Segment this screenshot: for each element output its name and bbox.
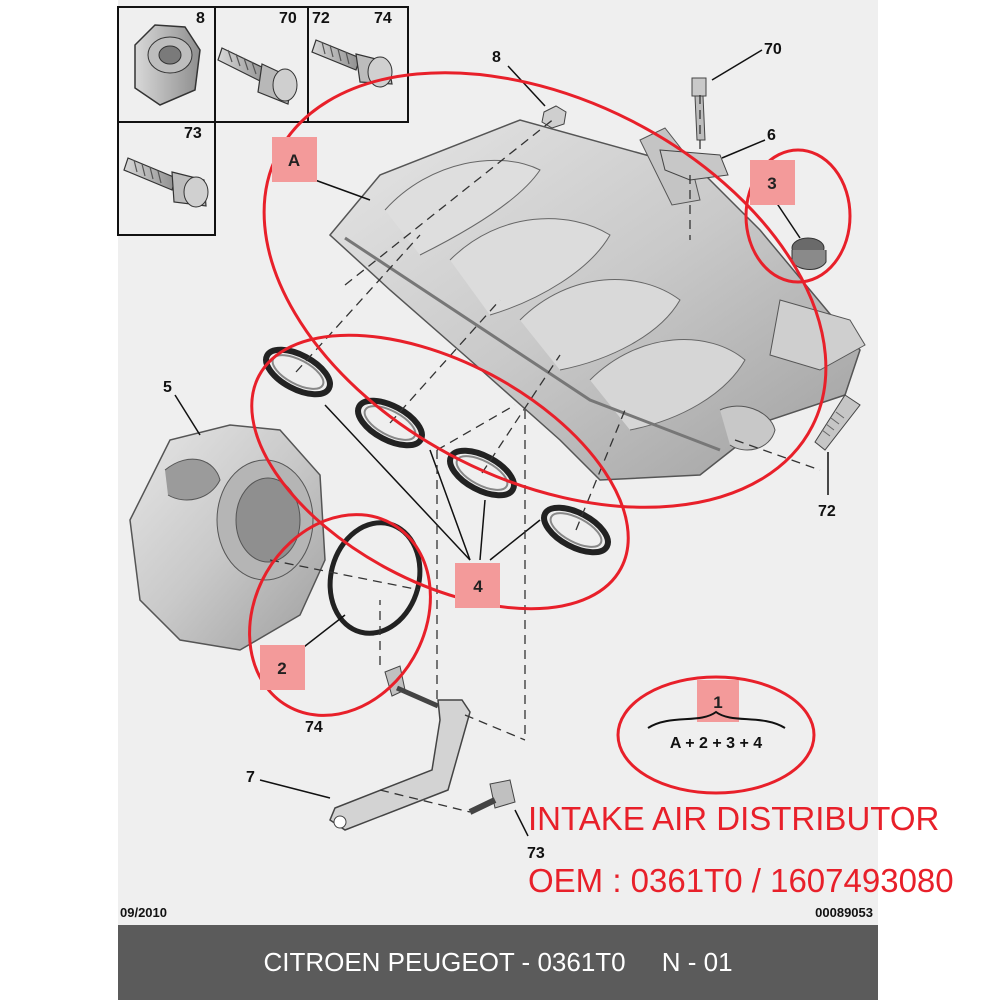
group-label-a: A (288, 151, 300, 170)
callout-73: 73 (527, 845, 545, 862)
callout-5: 5 (163, 379, 172, 396)
annotation-title: INTAKE AIR DISTRIBUTOR (528, 800, 940, 837)
callout-8: 8 (492, 49, 501, 66)
callout-6: 6 (767, 127, 776, 144)
footer-caption-text: CITROEN PEUGEOT - 0361T0 N - 01 (263, 947, 733, 977)
callout-box-70: 70 (279, 10, 297, 27)
callout-70: 70 (764, 41, 782, 58)
group-label-2: 2 (277, 659, 286, 678)
bolt-72-74-icon (311, 39, 393, 88)
group-label-3: 3 (767, 174, 776, 193)
bolt-73-icon (123, 157, 209, 208)
nut-8-icon (134, 24, 201, 106)
group-label-boxes (260, 137, 795, 722)
document-code: 00089053 (815, 905, 873, 920)
group-ellipses (248, 71, 852, 795)
footer-caption: CITROEN PEUGEOT - 0361T0 N - 01 (118, 925, 878, 1000)
callout-74: 74 (305, 719, 323, 736)
gasket-ring-2 (327, 520, 423, 636)
date-code: 09/2010 (120, 905, 167, 920)
formula-brace (647, 710, 786, 729)
bracket-7-part (329, 699, 471, 831)
plug-3-part (791, 237, 827, 270)
screw-70-part (691, 77, 707, 141)
group-label-4: 4 (473, 577, 483, 596)
callout-box-73: 73 (184, 125, 202, 142)
callout-labels: 8 70 72 74 73 8 70 6 5 72 74 7 73 (163, 10, 836, 862)
callout-box-8: 8 (196, 10, 205, 27)
callout-box-74: 74 (374, 10, 392, 27)
annotation-oem: OEM : 0361T0 / 1607493080 (528, 862, 954, 899)
callout-7: 7 (246, 769, 255, 786)
callout-72: 72 (818, 503, 836, 520)
group-label-1: 1 (713, 693, 722, 712)
screw-70-icon (217, 47, 298, 105)
bolt-73-part (468, 779, 516, 815)
assembly-formula: A + 2 + 3 + 4 (670, 735, 762, 752)
dashed-axis-lines (269, 95, 821, 813)
intake-manifold (328, 119, 866, 481)
screw-72-part (814, 394, 861, 451)
group-label-letters: A 3 4 2 1 (277, 151, 776, 712)
footer-bar (118, 925, 878, 1000)
nut-8-part (541, 105, 567, 129)
callout-box-72: 72 (312, 10, 330, 27)
fastener-inset-grid (117, 6, 409, 236)
